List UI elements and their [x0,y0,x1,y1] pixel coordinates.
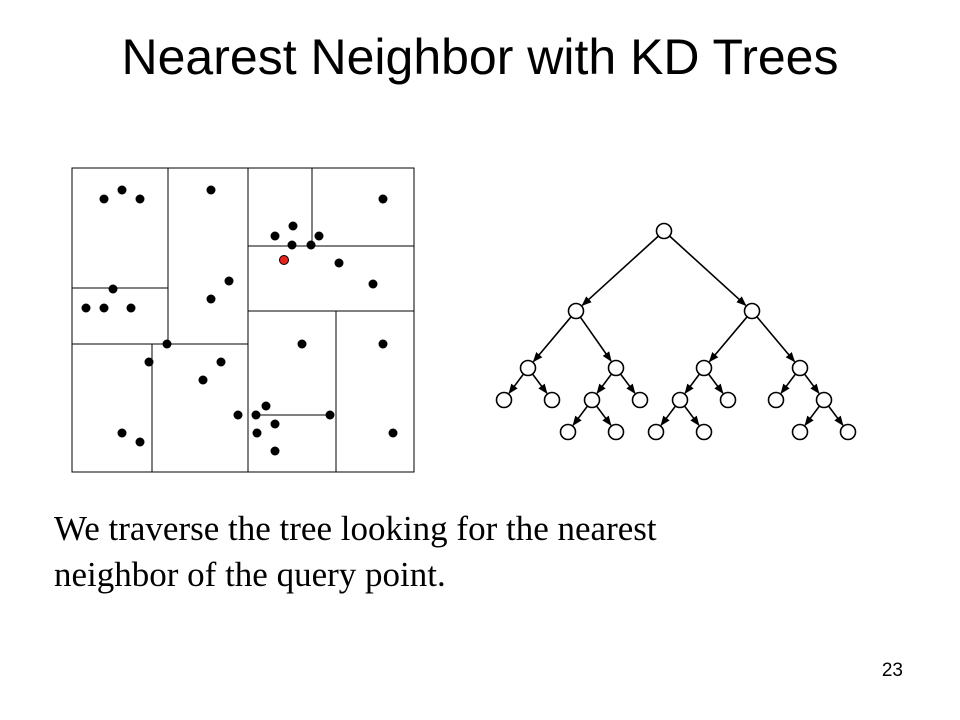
data-point [99,194,109,204]
tree-edge [803,373,820,395]
tree-node [791,359,809,377]
tree-edge [660,405,677,427]
data-point [252,428,262,438]
data-point [117,428,127,438]
tree-node [695,423,713,441]
tree-edge [595,405,612,427]
data-point [135,194,145,204]
slide-title: Nearest Neighbor with KD Trees [121,29,839,85]
tree-edge [619,373,636,395]
data-point [251,410,261,420]
partition-border [71,167,415,473]
tree-node [839,423,857,441]
page-number: 23 [881,660,903,681]
body-line-1: We traverse the tree looking for the nea… [54,509,657,548]
data-point [325,410,335,420]
tree-edge [827,405,844,427]
partition-lines [71,167,415,473]
tree-edge [508,373,525,395]
tree-edge [668,235,747,306]
tree-node [791,423,809,441]
tree-edge [579,316,612,362]
tree-node [583,391,601,409]
data-point [216,357,226,367]
data-point [378,339,388,349]
data-point [261,401,271,411]
data-point [270,446,280,456]
tree-node [719,391,737,409]
tree-node [743,302,761,320]
tree-edge [684,373,701,395]
tree-edge [581,235,660,306]
tree-node [671,391,689,409]
data-point [206,294,216,304]
data-point [206,185,216,195]
tree-edge [707,373,724,395]
data-point [287,240,297,250]
data-point [233,410,243,420]
tree-nodes [495,222,857,441]
tree-node [695,359,713,377]
data-point [198,375,208,385]
tree-node [815,391,833,409]
tree-node [631,391,649,409]
data-point [99,303,109,313]
tree-node [559,423,577,441]
data-point [306,240,316,250]
tree-edge [596,373,613,395]
tree-node [495,391,513,409]
kd-tree-panel [495,222,857,441]
data-point [144,357,154,367]
tree-edge [708,316,748,363]
data-point [108,284,118,294]
data-point [297,339,307,349]
tree-edges [508,235,844,427]
tree-edge [756,316,796,363]
tree-node [647,423,665,441]
data-point [378,194,388,204]
data-points [81,185,398,456]
data-point [368,279,378,289]
tree-node [607,359,625,377]
data-point [117,185,127,195]
data-point [388,428,398,438]
tree-edge [532,316,572,363]
body-text: We traverse the tree looking for the nea… [54,506,914,598]
tree-edge [804,405,821,427]
data-point [135,437,145,447]
tree-node [567,302,585,320]
data-point [224,276,234,286]
body-line-2: neighbor of the query point. [54,555,446,594]
tree-node [767,391,785,409]
data-point [314,231,324,241]
data-point [126,303,136,313]
data-point [162,339,172,349]
tree-edge [683,405,700,427]
data-point [288,221,298,231]
tree-node [607,423,625,441]
tree-edge [531,373,548,395]
tree-edge [780,373,797,395]
tree-node [519,359,537,377]
data-point [270,231,280,241]
query-point [279,255,289,265]
data-point [81,303,91,313]
kd-partition-panel [71,167,415,473]
data-point [270,419,280,429]
data-point [334,258,344,268]
tree-node [655,222,673,240]
tree-edge [572,405,589,427]
tree-node [543,391,561,409]
